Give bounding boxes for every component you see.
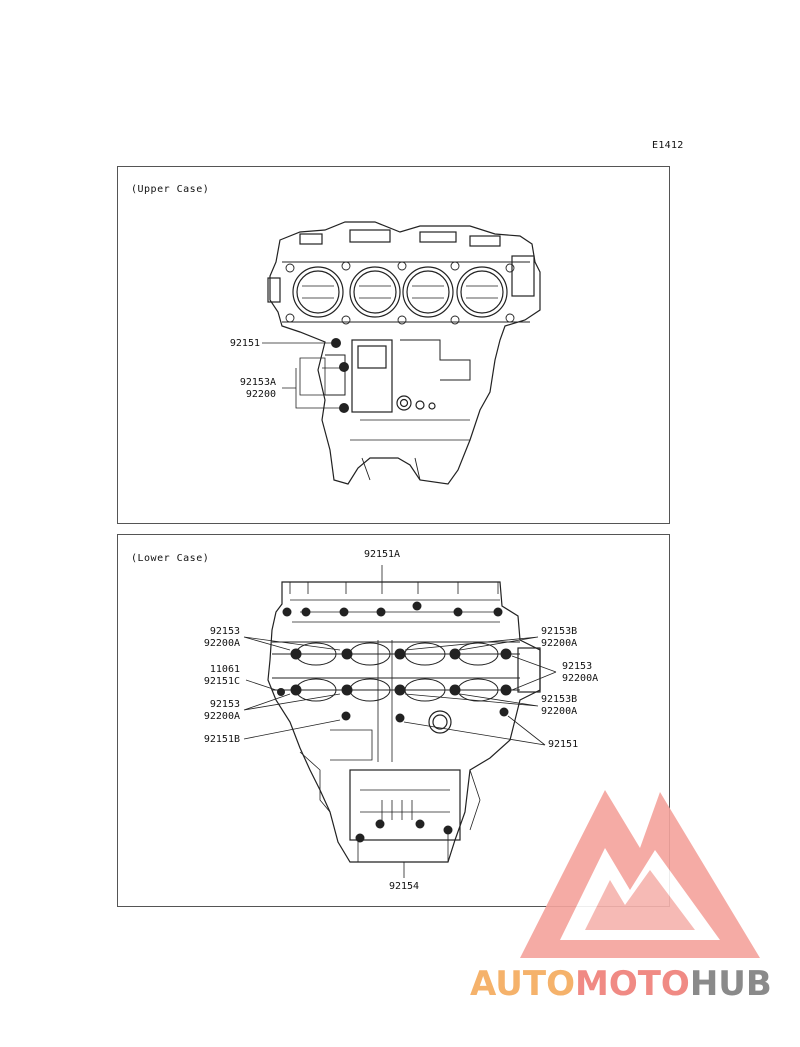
watermark-brand-text: AUTOMOTOHUB: [470, 964, 772, 1004]
label-upper-92153A: 92153A: [239, 377, 276, 388]
brand-hub: HUB: [689, 964, 772, 1004]
brand-moto: MOTO: [574, 964, 690, 1004]
label-lower-ul-92200A: 92200A: [203, 638, 240, 649]
label-lower-92151: 92151: [548, 739, 579, 750]
lower-case-title: (Lower Case): [131, 553, 210, 564]
lower-leader-lines: [243, 565, 557, 878]
label-lower-mr-92200A: 92200A: [562, 673, 599, 684]
brand-auto: AUTO: [470, 964, 575, 1004]
upper-leader-lines: [262, 342, 340, 409]
label-lower-mr-92153: 92153: [562, 661, 593, 672]
label-lower-ul-92153: 92153: [209, 626, 240, 637]
upper-bolts: [331, 338, 349, 413]
label-lower-92154: 92154: [388, 881, 420, 892]
label-lower-ur-92153B: 92153B: [541, 626, 578, 637]
label-lower-ur-92200A: 92200A: [541, 638, 578, 649]
label-lower-lr-92153B: 92153B: [541, 694, 578, 705]
label-lower-92151A: 92151A: [363, 549, 401, 560]
label-lower-92151B: 92151B: [203, 734, 240, 745]
upper-case-panel: [117, 166, 670, 524]
lower-bolts: [277, 601, 512, 843]
label-lower-11061: 11061: [209, 664, 240, 675]
label-lower-lr-92200A: 92200A: [541, 706, 578, 717]
upper-case-title: (Upper Case): [131, 184, 210, 195]
label-lower-ll-92153: 92153: [209, 699, 240, 710]
label-lower-92151C: 92151C: [203, 676, 240, 687]
watermark-logo: [520, 790, 760, 958]
label-lower-ll-92200A: 92200A: [203, 711, 240, 722]
label-upper-92200: 92200: [245, 389, 276, 400]
figure-code: E1412: [652, 140, 684, 151]
upper-crankcase-drawing: [267, 221, 541, 485]
label-upper-92151: 92151: [229, 338, 260, 349]
